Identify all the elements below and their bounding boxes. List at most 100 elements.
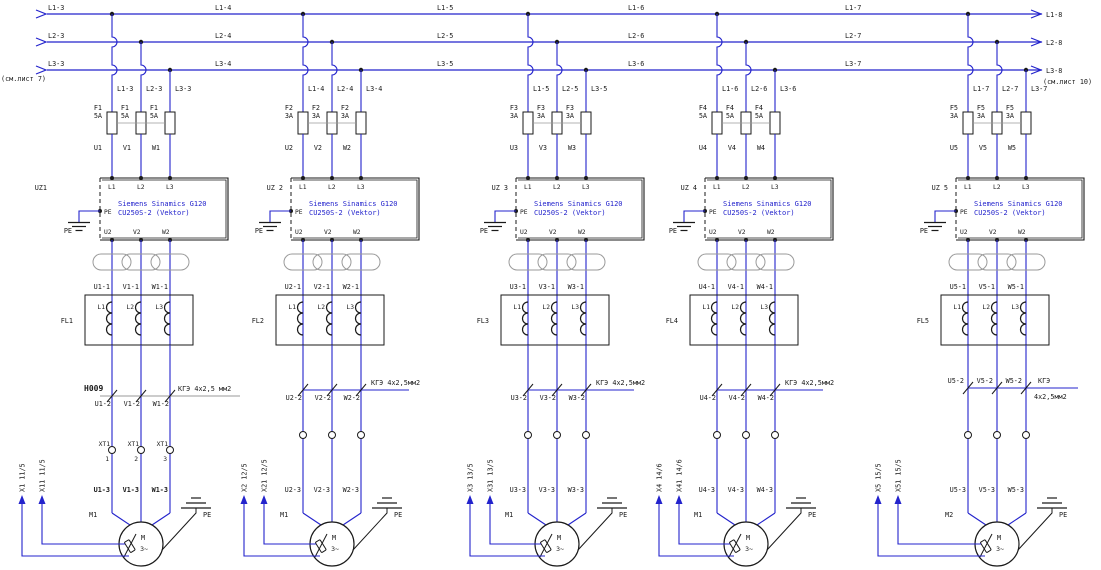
connector-arrow (240, 495, 248, 504)
drive-ref-label: UZ 4 (681, 184, 697, 192)
fuse-symbol (711, 111, 723, 135)
thermistor-slash (314, 533, 328, 558)
drive-terminal-label: L2 (137, 184, 145, 191)
wire-label: W1-3 (152, 486, 168, 494)
tap-wire-label: L3-5 (591, 85, 607, 93)
cable-slash (164, 389, 176, 403)
wire-label: U4-1 (699, 283, 715, 291)
fuse-rating: 3A (537, 112, 545, 120)
filter-ref-label: FL4 (666, 317, 678, 325)
connector-ref-label: X5 15/5 (875, 463, 883, 492)
fuse-symbol (164, 111, 176, 135)
output-ring (726, 253, 766, 271)
drive-terminal-dot (330, 176, 334, 180)
inductor-coil (163, 301, 171, 336)
drive-terminal-label: L2 (328, 184, 336, 191)
wire (756, 512, 776, 526)
connector-arrow (38, 495, 46, 504)
wire-label: V3-3 (539, 486, 555, 494)
tap-wire (556, 42, 563, 112)
connector-ref-label: X31 13/5 (487, 459, 495, 492)
input-wire-label: W1 (152, 144, 160, 152)
thermistor-slash (979, 533, 993, 558)
wire-label: V1-2 (124, 400, 140, 408)
drive-box-inner (293, 179, 418, 239)
fuse-symbol (580, 111, 592, 135)
terminal-circle (964, 431, 972, 439)
wire-label: V2-1 (314, 283, 330, 291)
connector-wire (897, 504, 981, 545)
output-ring (312, 253, 352, 271)
tap-wire-label: L1-3 (117, 85, 133, 93)
drive-terminal-label: V2 (133, 229, 141, 236)
drive-terminal-label: L3 (582, 184, 590, 191)
fuse-name: F4 (699, 104, 707, 112)
tap-wire-label: L2-5 (562, 85, 578, 93)
wire-label: V2-3 (314, 486, 330, 494)
connector-wire (678, 504, 730, 545)
drive-terminal-dot (526, 176, 530, 180)
bus-label: L1-3 (48, 4, 64, 12)
drive-terminal-dot (773, 176, 777, 180)
drive-terminal-dot (359, 176, 363, 180)
connector-arrow (18, 495, 26, 504)
drive-title: Siemens Sinamics G120 (723, 200, 812, 208)
inductor-coil (990, 301, 998, 336)
input-wire-label: U3 (510, 144, 518, 152)
bus-label: L1-4 (215, 4, 231, 12)
cable-slash (580, 383, 592, 397)
pe-ground-label: PE (920, 227, 928, 235)
connector-arrow (874, 495, 882, 504)
wire-label: W4-1 (757, 283, 773, 291)
motor-ref-label: M1 (89, 511, 97, 519)
drive-box-bg (291, 178, 419, 240)
wire-label: W5-2 (1006, 377, 1022, 385)
input-wire-label: U4 (699, 144, 707, 152)
inductor-coil (739, 301, 747, 336)
tap-wire-label: L1-5 (533, 85, 549, 93)
wire-label: V5-2 (977, 377, 993, 385)
wire (567, 512, 587, 526)
drive-terminal-label: L3 (357, 184, 365, 191)
cable-slash (135, 389, 147, 403)
bus-exit-arrow (1030, 65, 1043, 75)
inductor-coil (354, 301, 362, 336)
bus-label: L2-5 (437, 32, 453, 40)
drive-terminal-dot (584, 176, 588, 180)
output-ring (283, 253, 323, 271)
inductor-coil (710, 301, 718, 336)
drive-terminal-label: L2 (553, 184, 561, 191)
drive-terminal-dot (715, 176, 719, 180)
bus-entry-arrow (35, 65, 48, 75)
drive-title: Siemens Sinamics G120 (118, 200, 207, 208)
drive-ref-label: UZ 2 (267, 184, 283, 192)
wire (302, 512, 322, 526)
fuse-name: F3 (537, 104, 545, 112)
fuse-rating: 3A (285, 112, 293, 120)
tap-wire-label: L1-4 (308, 85, 324, 93)
connector-wire (41, 504, 125, 545)
drive-title: Siemens Sinamics G120 (534, 200, 623, 208)
bus-exit-arrow (1030, 37, 1043, 47)
connector-wire (877, 504, 985, 557)
terminal-circle (713, 431, 721, 439)
input-wire-label: V3 (539, 144, 547, 152)
bus-label: L3-6 (628, 60, 644, 68)
output-ring (1006, 253, 1046, 271)
fuse-rating: 3A (312, 112, 320, 120)
bus-label: L1-7 (845, 4, 861, 12)
drive-terminal-label: L3 (1022, 184, 1030, 191)
drive-terminal-label: V2 (324, 229, 332, 236)
drive-terminal-dot (301, 176, 305, 180)
terminal-circle (1022, 431, 1030, 439)
drive-terminal-dot (110, 176, 114, 180)
thermistor-slash (539, 533, 553, 558)
pe-ground-label: PE (255, 227, 263, 235)
pe-wire (934, 210, 956, 222)
drive-pe-label: PE (520, 209, 528, 216)
terminal-circle (524, 431, 532, 439)
motor-symbol: M (332, 534, 336, 542)
drive-terminal-label: W2 (353, 229, 361, 236)
wire-label: U4-3 (699, 486, 715, 494)
